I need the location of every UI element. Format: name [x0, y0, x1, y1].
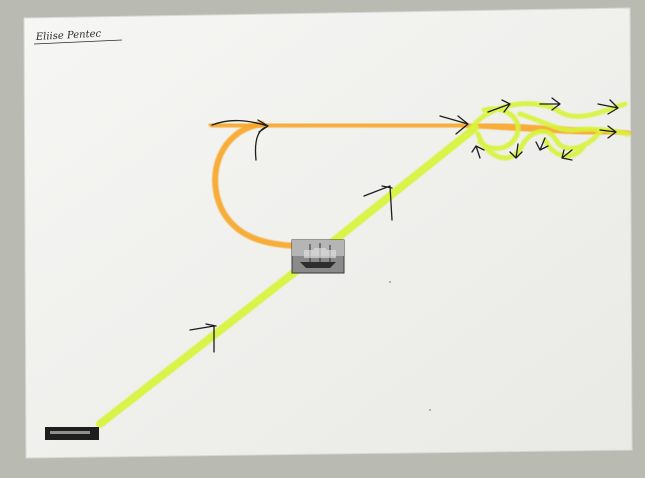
paper-sheet [23, 7, 633, 459]
bw-photo-strip [45, 427, 99, 440]
pen-arrow-icon [599, 125, 617, 139]
pen-arrow-icon [561, 149, 573, 161]
ship-photo [291, 239, 345, 274]
pen-arrow-icon [539, 97, 561, 111]
caption-underline [33, 39, 123, 45]
pen-arrow-icon [471, 145, 485, 159]
pen-arrow-icon [439, 115, 469, 135]
handwritten-caption: Eliise Pentec [35, 29, 102, 43]
paper-speck [389, 281, 391, 283]
pen-arrow-icon [189, 323, 217, 353]
pen-arrow-icon [487, 99, 511, 113]
orange-loop-arc [212, 121, 303, 249]
pen-arrow-icon [535, 137, 549, 151]
pen-arrows [189, 97, 619, 353]
pen-arrow-icon [509, 143, 523, 159]
pen-arrow-icon [363, 185, 393, 221]
pen-arrow-icon [597, 99, 619, 115]
pen-arrow-icon [254, 126, 267, 161]
paper-speck [429, 409, 431, 411]
